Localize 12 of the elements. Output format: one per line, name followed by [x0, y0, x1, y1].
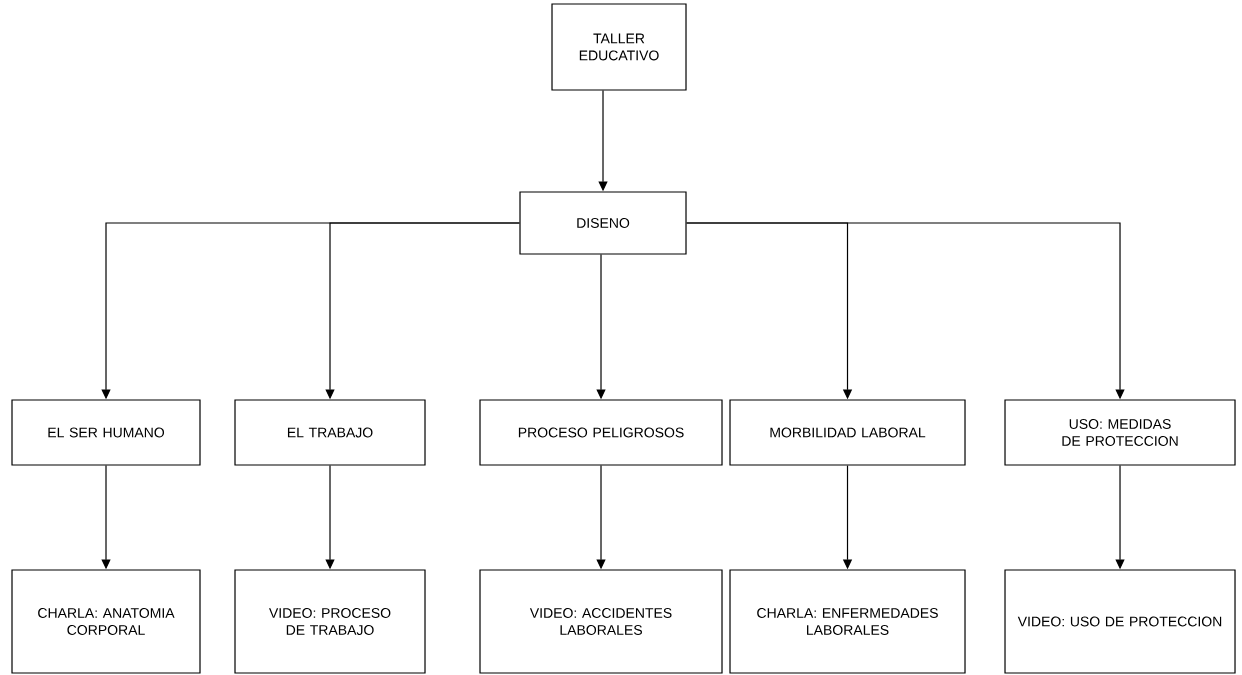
process-box: CHARLA: ANATOMIA CORPORAL	[11, 569, 201, 674]
process-box: VIDEO: USO DE PROTECCION	[1004, 569, 1236, 674]
process-box: VIDEO: PROCESO DE TRABAJO	[234, 569, 426, 674]
process-box: EL SER HUMANO	[11, 399, 201, 466]
process-box: DISENO	[519, 191, 687, 255]
process-box: MORBILIDAD LABORAL	[729, 399, 966, 466]
process-box: CHARLA: ENFERMEDADES LABORALES	[729, 569, 966, 674]
process-box: VIDEO: ACCIDENTES LABORALES	[479, 569, 723, 674]
process-box: EL TRABAJO	[234, 399, 426, 466]
process-box: TALLER EDUCATIVO	[551, 3, 687, 91]
process-box: USO: MEDIDAS DE PROTECCION	[1004, 399, 1236, 466]
process-box: PROCESO PELIGROSOS	[479, 399, 723, 466]
